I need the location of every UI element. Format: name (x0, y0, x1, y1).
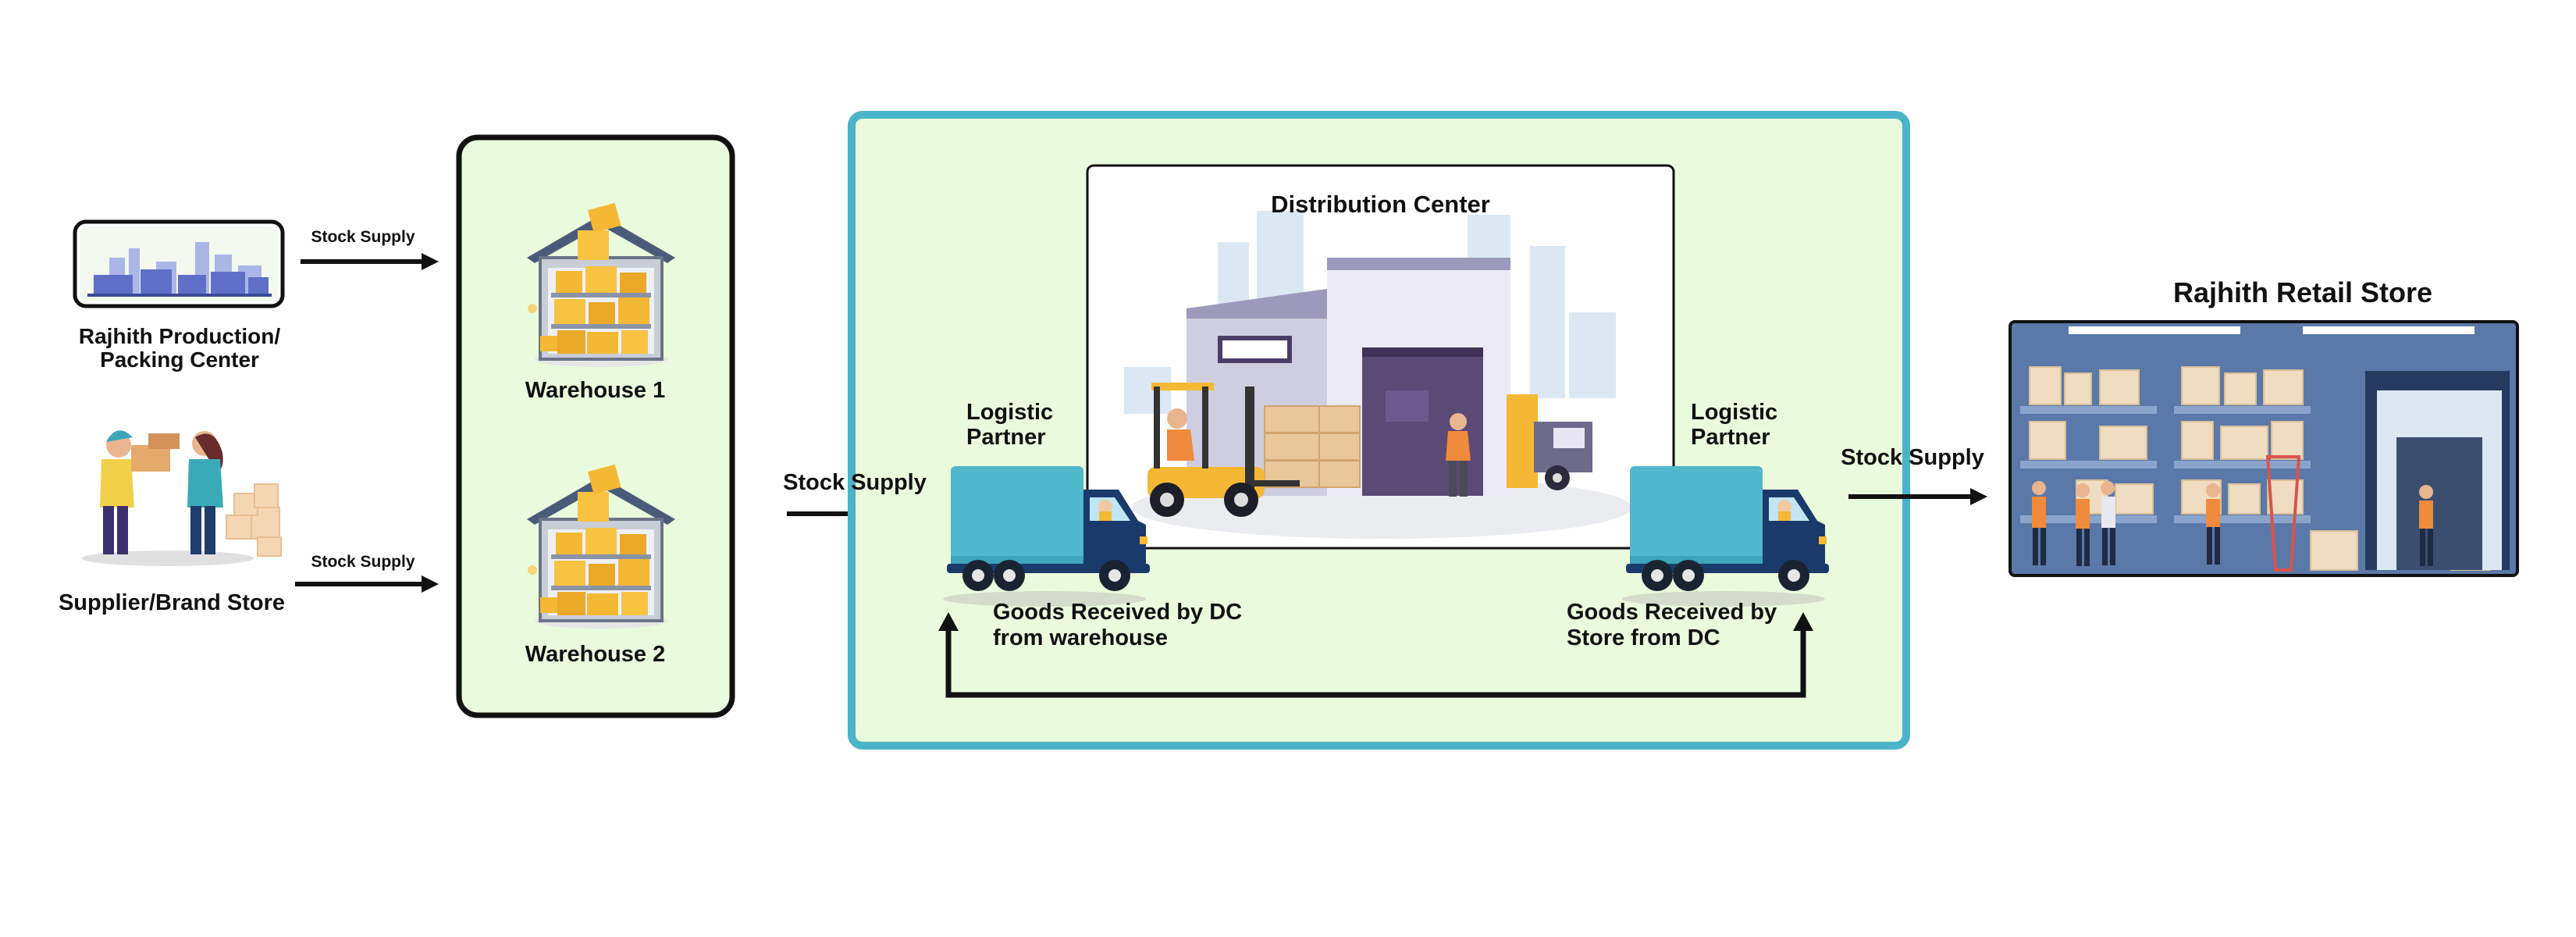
retail-store-title: Rajhith Retail Store (2172, 276, 2433, 308)
warehouse-1-label: Warehouse 1 (525, 378, 666, 403)
goods-received-dc-label: Goods Received by DC from warehouse (993, 600, 1243, 650)
distribution-center-illustration (1124, 211, 1631, 539)
production-center-icon (73, 219, 285, 308)
stock-supply-label-dc-in: Stock Supply (783, 470, 927, 495)
return-loop-arrowhead-right (1793, 612, 1813, 631)
goods-received-store-label: Goods Received by Store from DC (1567, 600, 1777, 650)
return-loop-arrow (945, 625, 1806, 698)
warehouse-panel (456, 134, 735, 718)
stock-supply-label-supplier: Stock Supply (311, 553, 415, 571)
production-center-label: Rajhith Production/ Packing Center (78, 324, 281, 372)
retail-store-illustration (2008, 320, 2519, 577)
dc-title: Distribution Center (1271, 191, 1490, 218)
supplier-handover-icon (82, 430, 282, 566)
logistic-partner-right: Logistic Partner (1691, 400, 1778, 450)
warehouse-2-label: Warehouse 2 (525, 642, 666, 667)
stock-supply-label-production: Stock Supply (311, 228, 415, 246)
logistic-partner-left: Logistic Partner (966, 400, 1054, 450)
supplier-label: Supplier/Brand Store (58, 590, 286, 615)
return-loop-arrowhead-left (938, 612, 959, 631)
stock-supply-label-retail: Stock Supply (1841, 445, 1984, 470)
